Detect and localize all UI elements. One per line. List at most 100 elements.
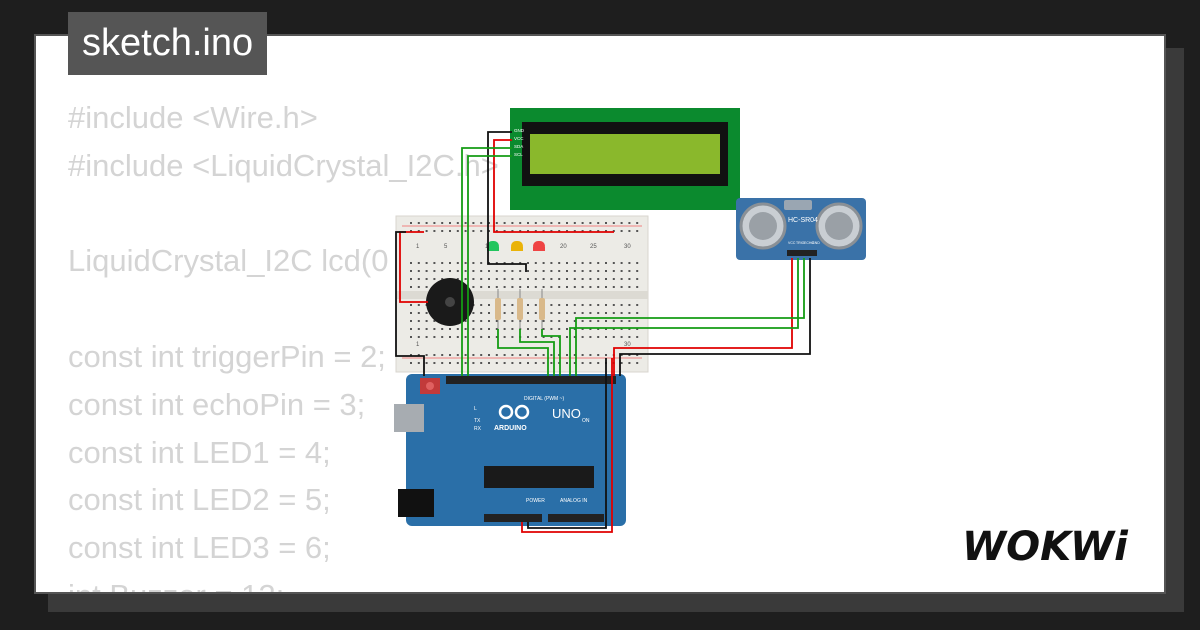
breadboard-hole <box>636 354 639 356</box>
code-line: int Buzzer = 12; <box>68 572 499 592</box>
breadboard-hole <box>566 362 568 364</box>
breadboard-hole <box>550 354 553 356</box>
breadboard-hole <box>636 278 639 280</box>
breadboard-hole <box>495 222 498 224</box>
wires <box>395 131 811 533</box>
breadboard-hole <box>542 328 545 330</box>
breadboard-hole <box>488 336 490 338</box>
breadboard-hole <box>456 278 459 280</box>
breadboard-hole <box>519 262 522 264</box>
wire-lcd-gnd <box>487 131 527 272</box>
breadboard-hole <box>620 312 623 314</box>
breadboard-hole <box>620 222 623 224</box>
breadboard-hole <box>464 230 467 232</box>
sensor-header <box>787 250 817 256</box>
breadboard-hole <box>425 328 428 330</box>
breadboard-hole <box>612 286 615 288</box>
breadboard-hole <box>480 336 483 338</box>
arduino-uno-logo: UNO <box>552 406 581 421</box>
breadboard-hole <box>527 278 529 280</box>
wokwi-logo: WOKWi <box>962 524 1129 570</box>
breadboard-hole <box>503 262 506 264</box>
sensor-pin-vcc: VCC <box>788 241 796 245</box>
breadboard-hole <box>527 230 529 232</box>
breadboard-hole <box>456 336 459 338</box>
wokwi-logo-text: WOKWi <box>962 524 1129 570</box>
breadboard-hole <box>425 270 428 272</box>
breadboard-hole <box>597 354 600 356</box>
breadboard-hole <box>605 278 607 280</box>
breadboard-hole <box>566 304 568 306</box>
breadboard-hole <box>480 328 483 330</box>
breadboard-hole <box>433 222 436 224</box>
breadboard-hole <box>534 286 537 288</box>
analog-label: ANALOG IN <box>560 498 588 504</box>
breadboard-hole <box>410 312 412 314</box>
lcd-pin-scl: SCL <box>514 152 523 157</box>
breadboard-hole <box>605 262 607 264</box>
breadboard-hole <box>410 304 412 306</box>
rx-label: RX <box>474 426 482 432</box>
breadboard-hole <box>566 222 568 224</box>
breadboard-hole <box>488 278 490 280</box>
breadboard-hole <box>612 328 615 330</box>
breadboard-hole <box>589 362 592 364</box>
sensor-transmitter-mesh <box>749 212 777 240</box>
breadboard-hole <box>550 278 553 280</box>
breadboard-hole <box>589 312 592 314</box>
breadboard-hole <box>558 320 561 322</box>
breadboard-hole <box>472 320 475 322</box>
breadboard-hole <box>612 336 615 338</box>
breadboard-hole <box>597 362 600 364</box>
breadboard-hole <box>495 278 498 280</box>
code-line: const int LED2 = 5; <box>68 482 331 518</box>
breadboard-hole <box>542 230 545 232</box>
wire-power-gnd <box>527 358 607 529</box>
breadboard-hole <box>449 222 451 224</box>
breadboard-hole <box>612 222 615 224</box>
breadboard-hole <box>620 230 623 232</box>
breadboard-hole <box>433 362 436 364</box>
breadboard-hole <box>519 286 522 288</box>
breadboard-hole <box>495 230 498 232</box>
breadboard-hole <box>464 320 467 322</box>
breadboard-hole <box>527 328 529 330</box>
breadboard-hole <box>628 278 631 280</box>
breadboard-hole <box>620 286 623 288</box>
breadboard-hole <box>433 354 436 356</box>
wire-led-1 <box>497 329 549 376</box>
breadboard-hole <box>558 278 561 280</box>
breadboard-hole <box>503 304 506 306</box>
code-line: const int LED3 = 6; <box>68 530 331 566</box>
breadboard-hole <box>573 278 576 280</box>
breadboard-hole <box>417 278 420 280</box>
breadboard-hole <box>495 328 498 330</box>
breadboard-hole <box>503 320 506 322</box>
breadboard-hole <box>636 304 639 306</box>
breadboard-hole <box>527 286 529 288</box>
breadboard-hole <box>527 262 529 264</box>
breadboard-hole <box>425 354 428 356</box>
breadboard-hole <box>433 230 436 232</box>
breadboard-hole <box>581 328 584 330</box>
lcd-pin-vcc: VCC <box>514 136 524 141</box>
breadboard-hole <box>550 262 553 264</box>
sensor-crystal <box>784 200 812 210</box>
breadboard-hole <box>628 270 631 272</box>
breadboard-hole <box>449 336 451 338</box>
breadboard-hole <box>581 286 584 288</box>
breadboard-hole <box>597 222 600 224</box>
breadboard-hole <box>566 354 568 356</box>
breadboard-hole <box>495 286 498 288</box>
breadboard-hole <box>566 336 568 338</box>
breadboard-hole <box>550 222 553 224</box>
breadboard-hole <box>464 354 467 356</box>
breadboard-hole <box>527 336 529 338</box>
led-red <box>533 241 545 251</box>
breadboard-hole <box>542 278 545 280</box>
breadboard-hole <box>503 328 506 330</box>
breadboard-hole <box>628 312 631 314</box>
wire-sensor-echo <box>575 258 805 376</box>
breadboard-hole <box>597 328 600 330</box>
breadboard-hole <box>480 278 483 280</box>
